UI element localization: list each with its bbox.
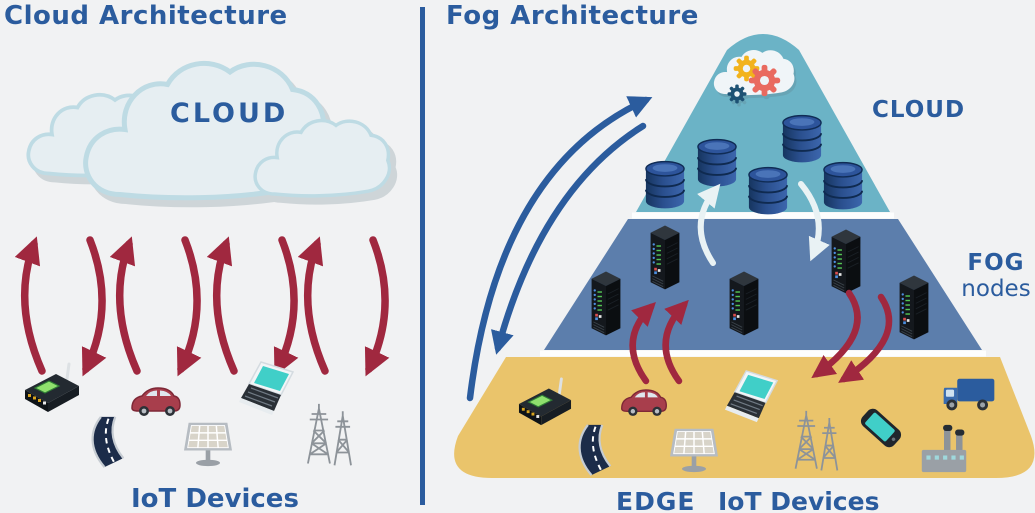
database-icon — [747, 166, 789, 216]
server-icon — [899, 275, 929, 340]
database-icon — [644, 160, 686, 210]
left-panel-title: Cloud Architecture — [4, 1, 288, 31]
highway-icon — [91, 416, 125, 468]
laptop-icon — [238, 361, 294, 416]
big-cloud-illustration — [26, 63, 392, 197]
database-icon — [781, 114, 823, 164]
server-icon — [591, 271, 621, 336]
down-arrow — [364, 236, 390, 377]
down-arrow — [81, 236, 107, 377]
down-arrow — [176, 236, 202, 377]
iot-devices-label-right: IoT Devices — [718, 487, 880, 513]
gear-red-icon — [748, 64, 781, 97]
fog-to-edge-arrow — [838, 293, 893, 383]
edge-fog-arrows — [629, 289, 893, 385]
edge-cloud-bypass-arrows — [466, 96, 653, 402]
fog-layer-label: FOG nodes — [950, 250, 1035, 303]
edge-to-cloud-arrow — [466, 96, 653, 402]
fog-to-cloud-arrow — [697, 183, 721, 266]
cloud-iot-arrows — [14, 236, 390, 377]
iot-devices-label: IoT Devices — [131, 484, 299, 513]
car-icon — [131, 387, 181, 417]
fog-cloud-arrows — [697, 181, 830, 266]
solar-panel-icon — [183, 421, 233, 467]
fog-label-line1: FOG — [967, 250, 1025, 276]
edge-to-fog-arrow — [629, 302, 656, 385]
router-icon — [23, 362, 81, 414]
radio-towers-icon — [306, 403, 352, 467]
edge-label: EDGE — [616, 487, 696, 513]
cloud-label: CLOUD — [170, 98, 289, 129]
database-icon — [822, 161, 864, 211]
up-arrow — [109, 236, 141, 375]
down-arrow — [273, 236, 299, 377]
gear-blue-icon — [727, 84, 747, 104]
database-icon — [696, 138, 738, 188]
cloud-to-fog-arrow — [798, 181, 830, 262]
server-icon — [831, 229, 861, 294]
up-arrow — [206, 236, 238, 375]
server-icon — [729, 271, 759, 336]
up-arrow — [14, 236, 46, 375]
fog-to-edge-arrow — [811, 289, 861, 379]
cloud-layer-label: CLOUD — [872, 97, 966, 123]
panel-divider — [420, 7, 425, 505]
up-arrow — [297, 236, 329, 375]
edge-to-fog-arrow — [662, 299, 689, 385]
cloud-to-edge-arrow — [491, 122, 647, 355]
server-icon — [650, 225, 680, 290]
right-panel-title: Fog Architecture — [446, 1, 699, 31]
fog-label-line2: nodes — [961, 276, 1031, 303]
